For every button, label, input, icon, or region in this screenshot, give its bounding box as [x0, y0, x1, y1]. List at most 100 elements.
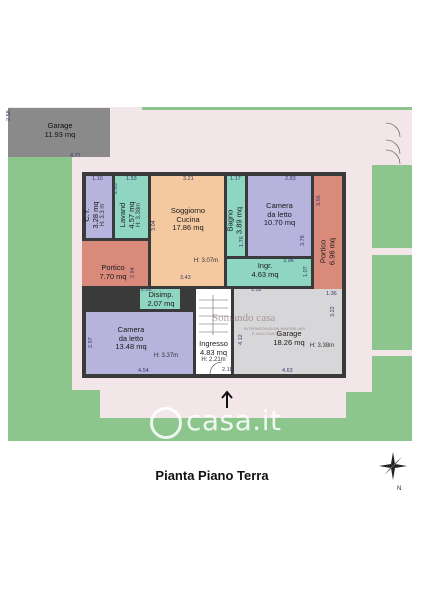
room-portico-left [82, 241, 148, 286]
portico-right-area: 6.96 mq [327, 237, 336, 266]
page-title: Pianta Piano Terra [155, 468, 269, 483]
garden-top [142, 107, 412, 110]
agency-logo-name: Somando casa [212, 312, 276, 324]
disimp-name: Disimp. [148, 290, 174, 299]
compass-rose [379, 452, 407, 480]
dim-454: 4.54 [138, 368, 149, 374]
dim-304: 3.04 [151, 220, 157, 231]
ext-garage-area-text: 11.93 mq [44, 129, 76, 139]
garage-area: 18.26 mq [273, 337, 305, 347]
dim-396: 3.96 [283, 258, 294, 264]
room-ct [86, 176, 112, 238]
ingr-name: Ingr. [257, 261, 273, 270]
dim-132: 1.32 [251, 287, 262, 293]
garage-label: Garage 18.26 mq [264, 329, 314, 347]
ct-area: 3.28 mq [90, 201, 100, 229]
agency-logo-line3: E VALUTAZIONI [252, 331, 282, 336]
camera2-area: 13.48 mq [115, 342, 147, 351]
dim-477: 4.77 [70, 153, 81, 159]
ingresso-area: 4.83 mq [199, 347, 228, 357]
portico-left-label: Portico 7.70 mq [88, 263, 138, 281]
camera1-area: 10.70 mq [263, 218, 296, 227]
room-soggiorno [151, 176, 224, 286]
ext-garage-label: Garage 11.93 mq [30, 121, 90, 139]
disimp-area: 2.07 mq [147, 298, 175, 308]
camera2-name: Camera [117, 325, 145, 334]
garage-name: Garage [276, 329, 302, 338]
camera1-name2: da letto [267, 209, 292, 219]
dim-110: 1.10 [92, 176, 103, 182]
dim-321: 3.21 [183, 176, 194, 182]
watermark-text: casa.it [186, 404, 282, 437]
dim-107: 1.07 [303, 266, 309, 277]
room-bagno [227, 176, 245, 256]
portico-left-name: Portico [101, 263, 125, 272]
disimp-label: Disimp. 2.07 mq [142, 290, 180, 308]
room-ingresso [196, 289, 231, 374]
camera2-name2: da letto [118, 333, 144, 343]
ext-garage-area [8, 108, 110, 157]
garage-height: H: 3.38m [309, 343, 335, 349]
dim-294: 2.94 [130, 267, 136, 278]
garden-right-1 [372, 165, 412, 248]
dim-117: 1.17 [230, 176, 241, 182]
ct-label: C.T. 3.28 mq H: 3.3 m [82, 192, 107, 238]
room-disimp [140, 289, 180, 309]
dim-412: 4.12 [238, 334, 244, 345]
soggiorno-name: Soggiorno [170, 206, 206, 215]
dim-463: 4.63 [282, 368, 293, 374]
garden-left [8, 157, 100, 441]
room-camera2 [86, 312, 193, 374]
compass-north-label: N [397, 486, 402, 492]
dim-218: 2.18 [222, 367, 233, 373]
camera2-label: Camera da letto 13.48 mq [106, 325, 156, 352]
dim-283: 2.83 [285, 176, 296, 182]
portico-left-area: 7.70 mq [99, 271, 127, 281]
bagno-area: 3.89 mq [234, 206, 243, 235]
room-lavand [115, 176, 148, 238]
dim-322: 3.22 [330, 306, 336, 317]
ct-height: H: 3.3 m [100, 203, 106, 227]
ingr-label: Ingr. 4.63 mq [240, 261, 290, 279]
entrance-arrow [221, 390, 233, 408]
dim-378: 3.78 [300, 235, 306, 246]
dim-176: 1.76 [239, 236, 245, 247]
soggiorno-name2: Cucina [176, 214, 200, 224]
dim-153: 1.53 [126, 176, 137, 182]
watermark-icon [150, 407, 182, 439]
room-ingr [227, 259, 311, 286]
dim-343: 3.43 [180, 275, 191, 281]
ingresso-height: H: 2.21m [201, 357, 226, 363]
ingr-area: 4.63 mq [251, 269, 279, 279]
dim-356: 3.56 [316, 195, 322, 206]
camera1-name: Camera [266, 201, 293, 210]
lavand-label: Lavand 4.57 mq H: 3.38m [118, 191, 143, 239]
dim-297: 2.97 [88, 337, 94, 348]
room-portico-right [314, 176, 342, 296]
soggiorno-label: Soggiorno Cucina 17.86 mq [158, 206, 218, 233]
room-garage [234, 289, 342, 374]
lavand-height: H: 3.38m [136, 202, 142, 228]
soggiorno-area: 17.86 mq [172, 223, 204, 232]
ext-garage-name: Garage [47, 121, 73, 130]
dim-258: 2.58 [6, 110, 12, 121]
ingresso-name: Ingresso [199, 339, 228, 348]
portico-right-label: Portico 6.96 mq [319, 231, 337, 273]
dim-136: 1.36 [326, 291, 337, 297]
lavand-area: 4.57 mq [126, 201, 136, 229]
garden-right-2 [372, 255, 412, 350]
camera1-label: Camera da letto 10.70 mq [252, 201, 307, 228]
bagno-label: Bagno 3.89 mq [226, 201, 244, 241]
room-camera1 [248, 176, 311, 256]
doors [209, 122, 401, 375]
dim-252: 2.52 [141, 287, 152, 293]
dim-295: 2.95 [113, 183, 119, 194]
stairs [199, 295, 228, 335]
ingresso-label: Ingresso 4.83 mq H: 2.21m [196, 339, 231, 364]
garden-right-3 [372, 356, 412, 392]
garden-right-4 [346, 392, 412, 441]
camera2-height: H: 3.37m [153, 353, 179, 359]
soggiorno-height: H: 3.07m [193, 258, 219, 264]
